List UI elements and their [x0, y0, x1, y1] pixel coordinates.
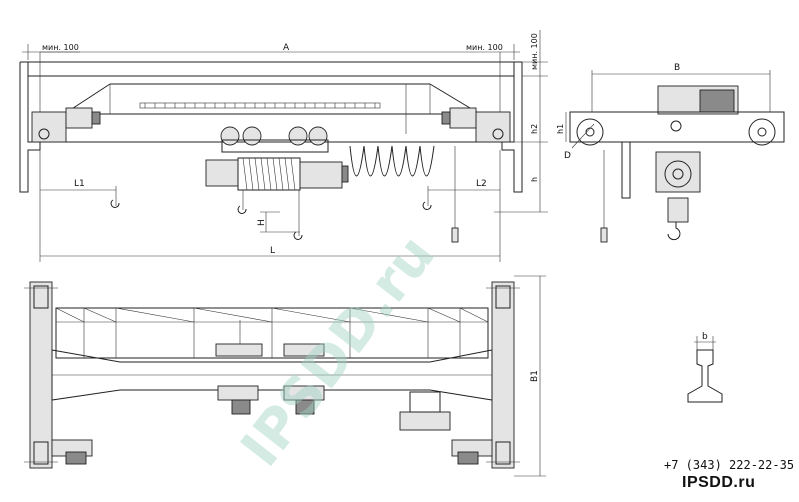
dim-min-right: мин. 100 — [466, 43, 503, 52]
plan-end-truck-left — [29, 281, 53, 469]
end-truck-left — [31, 111, 67, 143]
hoist-motor — [299, 161, 343, 189]
dim-h2: h2 — [530, 124, 539, 134]
rail-profile: b — [687, 332, 723, 403]
dim-L1: L1 — [74, 179, 85, 189]
drive-motor-left — [65, 107, 93, 129]
dim-b: b — [702, 332, 708, 342]
dim-min-vertical: мин. 100 — [530, 33, 539, 70]
end-truck-right — [475, 111, 511, 143]
side-view: B h1 D — [556, 63, 785, 243]
dim-H: H — [257, 219, 267, 226]
ceiling-beam — [27, 61, 515, 77]
hook-l1 — [110, 199, 120, 208]
hook-main — [237, 205, 247, 214]
plan-end-truck-right — [491, 281, 515, 469]
dim-D: D — [564, 151, 571, 161]
festoon-cable — [349, 145, 435, 177]
rail-section — [687, 349, 723, 403]
side-hoist-body — [655, 151, 701, 193]
dim-h1: h1 — [556, 124, 565, 134]
dim-L2: L2 — [476, 179, 487, 189]
drive-motor-right — [449, 107, 477, 129]
dim-L: L — [270, 246, 275, 256]
dim-A: A — [283, 43, 290, 53]
side-wheel-right — [748, 118, 776, 146]
plan-girder — [51, 349, 493, 401]
plan-hoist-motor — [231, 399, 251, 415]
dim-min-left: мин. 100 — [42, 43, 79, 52]
main-girder — [35, 113, 507, 143]
rail — [139, 102, 381, 109]
dim-h: h — [530, 177, 539, 182]
contact-phone: +7 (343) 222-22-35 — [664, 458, 795, 472]
front-elevation: мин. 100 A мин. 100 мин. 100 h2 h — [19, 30, 548, 262]
left-wall — [19, 62, 41, 193]
side-pendant — [600, 227, 608, 243]
side-wheel-left — [576, 118, 604, 146]
plan-trolley — [215, 343, 263, 357]
side-end-beam — [569, 111, 785, 143]
electrical-cabinet — [399, 411, 451, 431]
dim-B: B — [674, 63, 680, 73]
pendant-control — [451, 227, 459, 243]
contact-site[interactable]: IPSDD.ru — [682, 474, 756, 491]
hook-l2 — [422, 201, 432, 210]
dim-B1: B1 — [530, 370, 540, 382]
trolley-wheel — [220, 126, 240, 146]
plan-view: B1 — [24, 275, 546, 477]
hoist-housing-left — [205, 159, 239, 187]
side-hook-block — [667, 197, 689, 223]
